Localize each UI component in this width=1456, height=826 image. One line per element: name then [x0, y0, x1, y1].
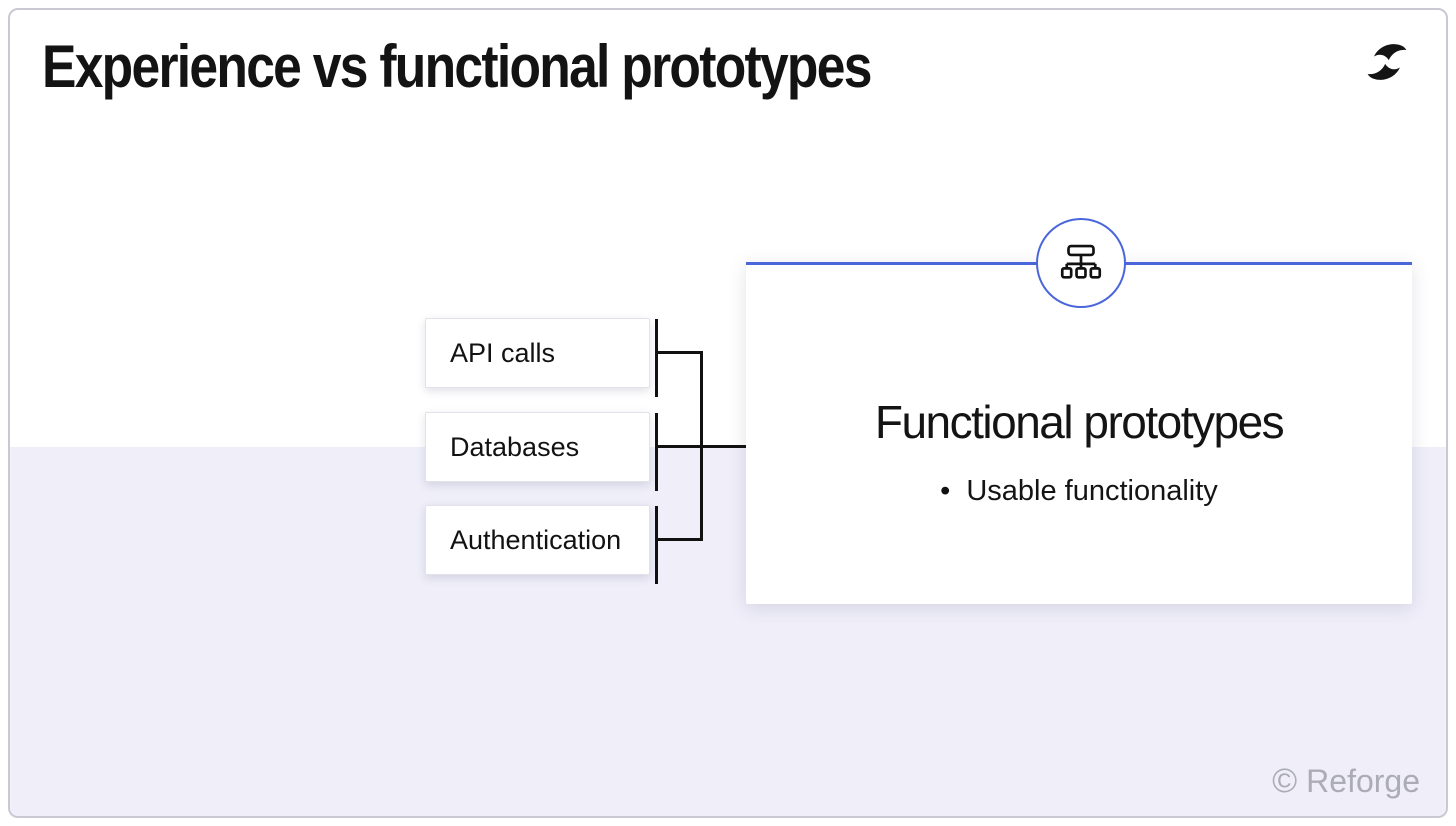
- slide-title: Experience vs functional prototypes: [42, 33, 872, 100]
- input-box-label: Authentication: [450, 524, 622, 555]
- connector-vertical-api-calls: [655, 319, 658, 397]
- copyright-watermark: © Reforge: [1272, 764, 1420, 798]
- connector-horizontal-authentication: [656, 538, 702, 541]
- sitemap-icon: [1060, 244, 1102, 279]
- connector-vertical-databases: [655, 413, 658, 491]
- result-bullet-list: • Usable functionality: [940, 475, 1218, 508]
- watermark-text: Reforge: [1306, 763, 1420, 799]
- slide: Experience vs functional prototypes API …: [8, 8, 1448, 818]
- result-box-functional-prototypes: Functional prototypes • Usable functiona…: [746, 262, 1412, 604]
- input-box-authentication: Authentication: [425, 505, 650, 575]
- result-title: Functional prototypes: [874, 396, 1285, 448]
- list-item: • Usable functionality: [940, 475, 1218, 508]
- reforge-logo-icon: [1367, 44, 1407, 80]
- connector-vertical-authentication: [655, 506, 658, 584]
- connector-bus-vertical: [700, 351, 703, 541]
- input-box-label: API calls: [450, 337, 556, 368]
- connector-horizontal-api-calls: [656, 351, 702, 354]
- input-box-label: Databases: [450, 431, 580, 462]
- result-badge-circle: [1036, 218, 1126, 308]
- input-box-api-calls: API calls: [425, 318, 650, 388]
- input-box-databases: Databases: [425, 412, 650, 482]
- bullet-marker: •: [940, 475, 951, 507]
- bullet-text: Usable functionality: [966, 475, 1218, 507]
- copyright-icon: ©: [1272, 762, 1298, 800]
